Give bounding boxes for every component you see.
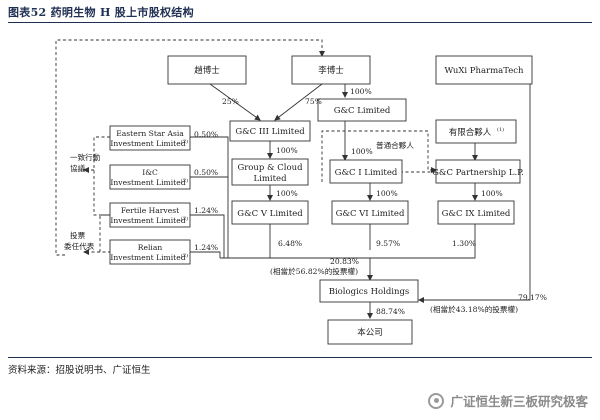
pct-partnership-gcix: 100% (481, 189, 503, 198)
box-gc-iii (229, 120, 311, 142)
label-company: 本公司 (357, 327, 383, 338)
label-eastern-star-note: (2) (181, 138, 188, 145)
box-gc-ix (437, 200, 515, 225)
pct-group-vote: (相當於56.82%的投票權) (270, 266, 358, 276)
label-general-partner: 普通合夥人 (376, 140, 414, 150)
box-relian (109, 239, 191, 265)
source-rule (8, 357, 592, 358)
voting-proxy-bracket (99, 214, 110, 253)
label-relian-1: Relian (138, 243, 163, 252)
pct-ic: 0.50% (194, 168, 218, 177)
label-limited-partner-note: (1) (497, 126, 504, 133)
acting-concert-bracket (93, 136, 110, 216)
label-dr-li: 李博士 (318, 65, 344, 76)
wechat-logo-icon (428, 392, 445, 409)
label-acting-concert-1: 一致行動 (70, 152, 101, 162)
watermark-text: 广证恒生新三板研究极客 (450, 394, 588, 409)
pct-zhao-gciii: 25% (222, 97, 239, 106)
label-fertile-2: Investment Limited (110, 216, 185, 225)
pct-group-total: 20.83% (330, 257, 359, 266)
pct-gciii-groupcloud: 100% (276, 146, 298, 155)
box-eastern-star (109, 125, 191, 151)
label-voting-proxy-1: 投票 (70, 230, 86, 240)
label-gc-partnership: G&C Partnership L.P. (432, 168, 524, 178)
box-gc-limited (317, 98, 407, 122)
label-gc-iii: G&C III Limited (235, 127, 305, 137)
box-gc-i (329, 159, 403, 184)
label-acting-concert-2: 協議 (70, 163, 86, 173)
label-relian-note: (2) (181, 252, 188, 259)
label-fertile-note: (2) (181, 215, 188, 222)
box-gc-vi (331, 200, 409, 225)
pct-gcix: 1.30% (452, 239, 476, 248)
pct-gclimited-gci: 100% (351, 147, 373, 156)
merge-bar-gcix (370, 250, 476, 259)
box-dr-zhao (167, 55, 247, 85)
pct-gcv: 6.48% (278, 239, 302, 248)
pct-gcvi: 9.57% (376, 239, 400, 248)
label-ic-2: Investment Limited (110, 178, 185, 187)
box-biologics-holdings (319, 279, 419, 303)
pct-relian: 1.24% (194, 243, 218, 252)
label-gc-i: G&C I Limited (335, 168, 398, 178)
label-group-cloud-1: Group & Cloud (237, 163, 303, 173)
pct-wuxi: 79.17% (518, 293, 547, 302)
label-voting-proxy-2: 委任代表 (64, 241, 95, 251)
label-fertile-1: Fertile Harvest (121, 206, 179, 215)
figure-title: 图表52 药明生物 H 股上市股权结构 (8, 6, 194, 19)
label-biologics-holdings: Biologics Holdings (329, 287, 410, 297)
pct-gci-gcvi: 100% (376, 189, 398, 198)
box-gc-partnership (435, 159, 521, 184)
edge-fertile-biologics (190, 214, 225, 258)
edge-wuxi-biologics (418, 84, 531, 303)
box-limited-partner (435, 119, 517, 144)
zhao-li-dashed-link (55, 39, 325, 256)
label-gc-v: G&C V Limited (237, 209, 303, 219)
edge-eastern-biologics (190, 136, 229, 258)
label-relian-2: Investment Limited (110, 253, 185, 262)
label-limited-partner: 有限合夥人 (449, 127, 492, 138)
label-dr-zhao: 趙博士 (194, 65, 220, 76)
edge-li-gciii (274, 83, 323, 121)
box-dr-li (291, 55, 371, 85)
label-ic-note: (2) (181, 177, 188, 184)
pct-groupcloud-gcv: 100% (276, 189, 298, 198)
title-rule (8, 22, 592, 23)
pct-company: 88.74% (376, 307, 405, 316)
general-partner-link (321, 130, 437, 182)
pct-wuxi-vote: (相當於43.18%的投票權) (430, 304, 518, 314)
pct-fertile: 1.24% (194, 206, 218, 215)
label-gc-limited: G&C Limited (334, 106, 391, 116)
label-gc-vi: G&C VI Limited (336, 209, 405, 219)
box-gc-v (231, 200, 309, 225)
label-gc-ix: G&C IX Limited (442, 209, 511, 219)
box-ic (109, 164, 191, 190)
label-ic-1: I&C (142, 168, 158, 177)
box-group-cloud (231, 158, 309, 186)
pct-eastern: 0.50% (194, 130, 218, 139)
label-eastern-star-1: Eastern Star Asia (116, 129, 184, 138)
source-note: 资料来源：招股说明书、广证恒生 (8, 365, 151, 376)
box-wuxi-pharmatech (435, 55, 533, 85)
pct-li-gciii: 75% (305, 97, 322, 106)
edge-zhao-gciii (209, 83, 261, 121)
label-eastern-star-2: Investment Limited (110, 139, 185, 148)
label-wuxi-pharmatech: WuXi PharmaTech (444, 66, 524, 76)
box-company (327, 319, 413, 345)
box-fertile-harvest (109, 202, 191, 228)
pct-li-gclimited: 100% (350, 87, 372, 96)
label-group-cloud-2: Limited (253, 174, 287, 184)
watermark: 广证恒生新三板研究极客 (428, 391, 588, 410)
edge-relian-biologics (190, 251, 221, 258)
